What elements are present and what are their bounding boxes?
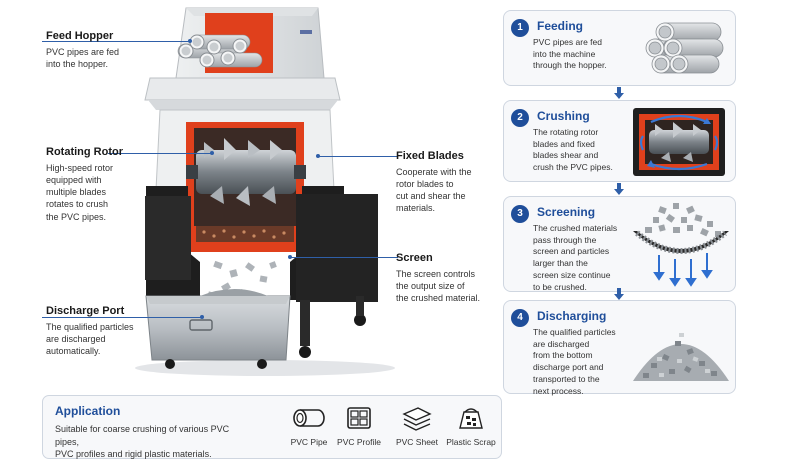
- pvc-pipe-icon: [293, 409, 325, 427]
- application-item-label: PVC Pipe: [290, 437, 328, 447]
- step-number-badge: 2: [511, 109, 529, 127]
- application-title: Application: [55, 404, 121, 418]
- rotor: [186, 138, 306, 206]
- rotating-rotor-title: Rotating Rotor: [46, 146, 123, 158]
- screen-text: The screen controls the output size of t…: [396, 269, 481, 304]
- step-card-feeding: 1 Feeding PVC pipes are fed into the mac…: [503, 10, 736, 86]
- application-text: Suitable for coarse crushing of various …: [55, 424, 230, 460]
- pvc-sheet-icon: [402, 407, 432, 431]
- application-panel: Application Suitable for coarse crushing…: [42, 395, 502, 459]
- arrow-down-icon: [614, 288, 624, 300]
- step-number-badge: 1: [511, 19, 529, 37]
- particle-pile-icon: [633, 333, 729, 381]
- screen-mesh-icon: [633, 203, 729, 287]
- application-item-label: PVC Sheet: [395, 437, 439, 447]
- arrow-down-icon: [614, 87, 624, 99]
- fixed-blades-leader-dot: [316, 154, 320, 158]
- rotor-chamber-icon: [633, 108, 725, 176]
- step-title: Screening: [537, 205, 596, 219]
- application-item-pvc-sheet: PVC Sheet: [387, 404, 447, 447]
- rotating-rotor-leader: [108, 153, 212, 154]
- step-card-discharging: 4 Discharging The qualified particles ar…: [503, 300, 736, 396]
- step-text: The qualified particles are discharged f…: [533, 327, 616, 396]
- step-title: Feeding: [537, 19, 584, 33]
- feed-hopper-leader-dot: [188, 39, 192, 43]
- pvc-crusher-machine-illustration: [135, 7, 395, 376]
- plastic-scrap-icon: [459, 408, 483, 429]
- application-item-pvc-profile: PVC Profile: [329, 404, 389, 447]
- discharge-port-leader: [42, 317, 202, 318]
- fixed-blades-title: Fixed Blades: [396, 150, 464, 162]
- step-text: The crushed materials pass through the s…: [533, 223, 618, 292]
- fixed-blades-text: Cooperate with the rotor blades to cut a…: [396, 167, 472, 214]
- discharge-port-text: The qualified particles are discharged a…: [46, 322, 134, 357]
- step-title: Discharging: [537, 309, 607, 323]
- fixed-blades-leader: [318, 156, 398, 157]
- step-number-badge: 3: [511, 205, 529, 223]
- machine-diagram: Feed Hopper PVC pipes are fed into the h…: [42, 7, 481, 376]
- feed-hopper-title: Feed Hopper: [46, 30, 114, 42]
- discharge-port-title: Discharge Port: [46, 305, 125, 317]
- hopper-pipes: [177, 34, 263, 68]
- step-text: PVC pipes are fed into the machine throu…: [533, 37, 607, 71]
- screen-leader: [290, 257, 398, 258]
- screen-leader-dot: [288, 255, 292, 259]
- step-number-badge: 4: [511, 309, 529, 327]
- application-item-plastic-scrap: Plastic Scrap: [441, 404, 501, 447]
- step-card-crushing: 2 Crushing The rotating rotor blades and…: [503, 100, 736, 182]
- feed-hopper-leader: [42, 41, 190, 42]
- application-item-label: PVC Profile: [337, 437, 381, 447]
- application-item-label: Plastic Scrap: [446, 437, 496, 447]
- pvc-profile-icon: [347, 407, 371, 429]
- discharge-port-leader-dot: [200, 315, 204, 319]
- screen-title: Screen: [396, 252, 433, 264]
- application-item-pvc-pipe: PVC Pipe: [279, 404, 339, 447]
- pvc-pipes-bundle-icon: [645, 22, 724, 74]
- rotating-rotor-leader-dot: [210, 151, 214, 155]
- step-text: The rotating rotor blades and fixed blad…: [533, 127, 613, 173]
- step-card-screening: 3 Screening The crushed materials pass t…: [503, 196, 736, 292]
- arrow-down-icon: [614, 183, 624, 195]
- step-title: Crushing: [537, 109, 590, 123]
- rotating-rotor-text: High-speed rotor equipped with multiple …: [46, 163, 114, 222]
- feed-hopper-text: PVC pipes are fed into the hopper.: [46, 47, 120, 70]
